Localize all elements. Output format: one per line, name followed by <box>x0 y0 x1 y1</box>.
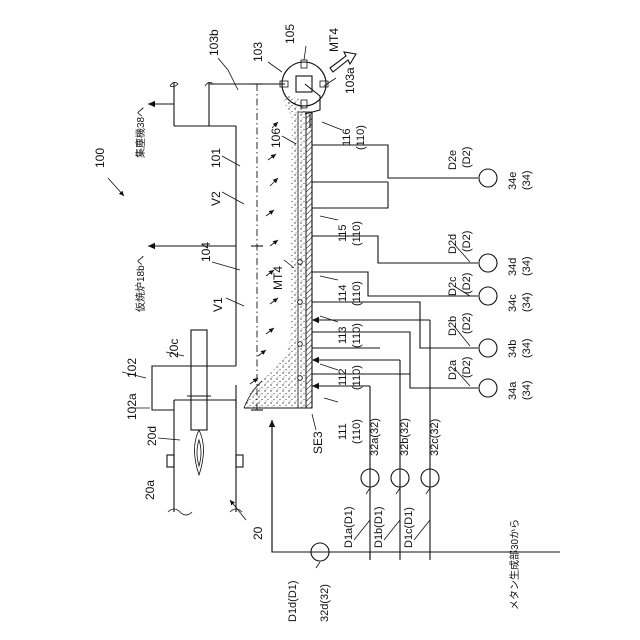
label-34d: 34d <box>507 258 519 276</box>
label-106: 106 <box>269 128 283 148</box>
leader-lines <box>108 46 470 568</box>
label-112: 112 <box>337 368 349 386</box>
reference-labels: 100 103b 103 105 MT4 103a 集塵機38へ 101 106… <box>93 24 533 622</box>
label-d2c-sub: (D2) <box>461 273 473 294</box>
label-111: 111 <box>337 423 349 440</box>
label-105: 105 <box>283 24 297 44</box>
valve-34c-icon <box>479 287 497 305</box>
flame-icon <box>195 430 204 475</box>
label-32c: 32c(32) <box>429 419 441 456</box>
label-from-methane-unit: メタン生成部30から <box>508 519 521 610</box>
outlet-arrows <box>148 104 236 246</box>
label-34b: 34b <box>507 340 519 358</box>
label-d1c: D1c(D1) <box>403 507 415 548</box>
label-d1a: D1a(D1) <box>343 506 355 548</box>
label-d1d: D1d(D1) <box>287 580 299 622</box>
label-111-sub: (110) <box>351 419 363 444</box>
label-113: 113 <box>337 326 349 344</box>
label-d2e: D2e <box>447 150 459 170</box>
label-d2a-sub: (D2) <box>461 357 473 378</box>
label-34c: 34c <box>507 294 519 312</box>
label-mt4-mid: MT4 <box>271 266 285 290</box>
label-103: 103 <box>251 42 265 62</box>
label-100: 100 <box>93 148 107 168</box>
label-103b: 103b <box>207 29 221 56</box>
label-32d: 32d(32) <box>319 584 331 622</box>
label-v1: V1 <box>211 297 225 312</box>
label-20c: 20c <box>167 339 181 358</box>
label-116-sub: (110) <box>355 125 367 150</box>
burner-pipe-20c <box>191 330 207 430</box>
valve-34b-icon <box>479 339 497 357</box>
label-d2e-sub: (D2) <box>461 147 473 168</box>
centerline-v1-v2 <box>251 84 263 410</box>
label-115-sub: (110) <box>351 221 363 246</box>
label-20: 20 <box>251 526 265 540</box>
label-102: 102 <box>125 358 139 378</box>
label-113-sub: (110) <box>351 323 363 348</box>
label-104: 104 <box>199 242 213 262</box>
label-101: 101 <box>209 148 223 168</box>
label-d2b-sub: (D2) <box>461 313 473 334</box>
heat-exchange-wall-se3 <box>306 112 312 408</box>
label-34e-sub: (34) <box>521 170 533 190</box>
label-d2c: D2c <box>447 276 459 296</box>
label-102a: 102a <box>125 393 139 420</box>
label-d2a: D2a <box>447 359 459 380</box>
label-34c-sub: (34) <box>521 292 533 312</box>
label-34b-sub: (34) <box>521 338 533 358</box>
label-34a-sub: (34) <box>521 380 533 400</box>
label-d2d-sub: (D2) <box>461 231 473 252</box>
label-se3: SE3 <box>311 431 325 454</box>
label-32b: 32b(32) <box>399 418 411 456</box>
label-103a: 103a <box>343 67 357 94</box>
valve-34d-icon <box>479 254 497 272</box>
label-d2b: D2b <box>447 316 459 336</box>
label-to-dust-collector: 集塵機38へ <box>134 107 147 158</box>
label-114: 114 <box>337 284 349 302</box>
label-112-sub: (110) <box>351 365 363 390</box>
label-20d: 20d <box>145 426 159 446</box>
label-115: 115 <box>337 224 349 242</box>
label-32a: 32a(32) <box>369 418 381 456</box>
label-34d-sub: (34) <box>521 256 533 276</box>
gas-flow-arrows <box>250 122 278 384</box>
label-d1b: D1b(D1) <box>373 506 385 548</box>
label-20a: 20a <box>143 480 157 500</box>
label-mt4-top: MT4 <box>327 28 341 52</box>
label-116: 116 <box>341 128 353 146</box>
label-to-calciner: 仮焼炉18bへ <box>134 255 147 312</box>
valve-34a-icon <box>479 379 497 397</box>
label-d2d: D2d <box>447 234 459 254</box>
label-v2: V2 <box>209 191 223 206</box>
label-114-sub: (110) <box>351 281 363 306</box>
label-34e: 34e <box>507 172 519 190</box>
outlet-duct-103b <box>170 82 285 126</box>
label-34a: 34a <box>507 381 519 400</box>
valve-34e-icon <box>479 169 497 187</box>
